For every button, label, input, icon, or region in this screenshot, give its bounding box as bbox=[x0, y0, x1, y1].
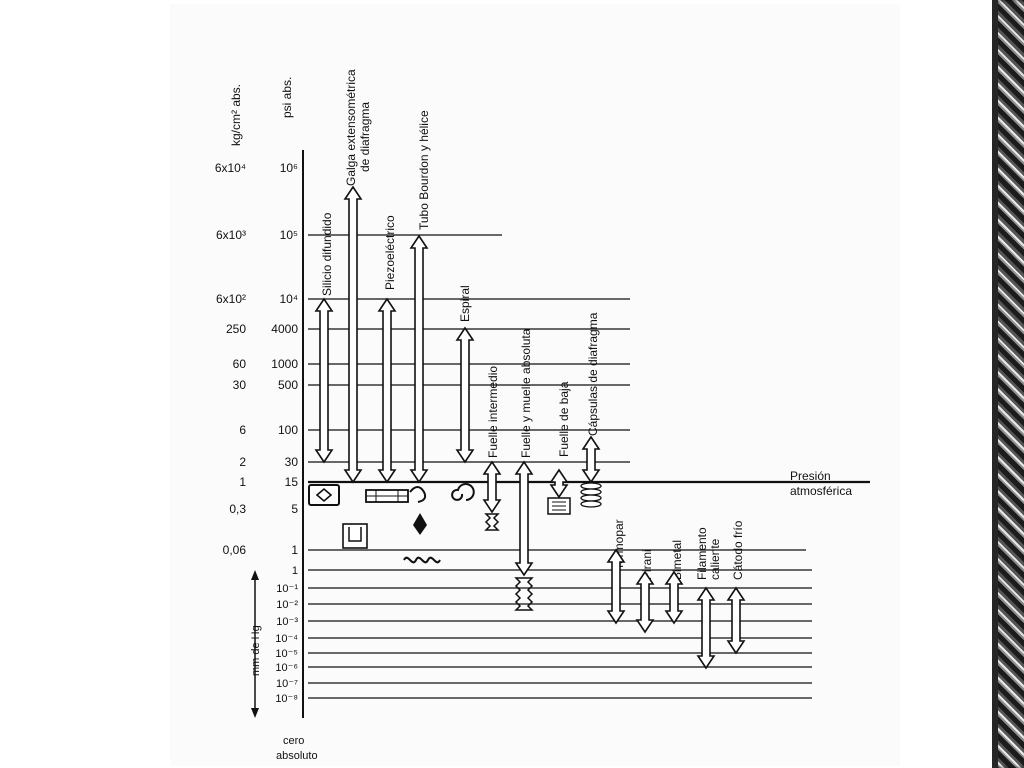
zero-label-line2: absoluto bbox=[276, 750, 318, 762]
psi-label: 10⁶ bbox=[280, 161, 298, 175]
zero-label-line1: cero bbox=[283, 735, 304, 747]
mmhg-label: 10⁻¹ bbox=[276, 583, 298, 595]
kg-label: 6x10² bbox=[216, 292, 246, 306]
label-fuelle-baja: Fuelle de baja bbox=[557, 381, 571, 457]
label-piezo: Piezoeléctrico bbox=[383, 215, 397, 290]
arrow-catodo bbox=[726, 586, 746, 655]
label-fuelle-absoluta: Fuelle y muelle absoluta bbox=[519, 328, 533, 458]
psi-label: 30 bbox=[285, 455, 299, 469]
mmhg-label: 10⁻⁷ bbox=[276, 678, 298, 690]
kg-label: 2 bbox=[239, 455, 246, 469]
label-galga-2: de diafragma bbox=[358, 102, 372, 172]
manometer-box-icon bbox=[342, 523, 368, 549]
u-tube-icon bbox=[348, 527, 362, 542]
arrow-fuelle-baja bbox=[549, 468, 569, 499]
helix-icon bbox=[403, 556, 441, 564]
spiral-icon bbox=[451, 483, 475, 501]
arrow-fuelle-absoluta bbox=[514, 460, 534, 577]
mmhg-axis-up-arrow bbox=[251, 570, 259, 580]
capsule-icon bbox=[580, 500, 602, 508]
label-filamento-1: Filamento bbox=[695, 527, 709, 580]
atmospheric-label-line2: atmosférica bbox=[790, 484, 852, 498]
absolute-bellows-icon bbox=[514, 577, 534, 611]
pressure-range-diagram: kg/cm² abs. psi abs. cero absoluto Presi… bbox=[215, 69, 870, 762]
header-psi: psi abs. bbox=[280, 77, 294, 118]
mmhg-label: 1 bbox=[292, 565, 298, 577]
mmhg-axis-down-arrow bbox=[251, 708, 259, 718]
psi-label: 5 bbox=[291, 502, 298, 516]
capsule-icon bbox=[580, 482, 602, 490]
arrow-pirani bbox=[635, 570, 655, 634]
label-silicio: Silicio difundido bbox=[320, 212, 334, 296]
psi-label: 15 bbox=[285, 475, 299, 489]
label-capsulas: Cápsulas de diafragma bbox=[586, 312, 600, 436]
psi-label: 500 bbox=[278, 378, 298, 392]
bourdon-variant-icon bbox=[413, 513, 427, 535]
mmhg-label: 10⁻⁵ bbox=[275, 648, 298, 660]
arrow-espiral bbox=[455, 326, 475, 464]
psi-label: 1 bbox=[291, 543, 298, 557]
kg-label: 60 bbox=[233, 357, 247, 371]
mmhg-label: 10⁻⁴ bbox=[275, 633, 298, 645]
silicon-diamond-icon bbox=[315, 487, 333, 503]
arrow-capsulas bbox=[581, 435, 601, 484]
kg-label: 30 bbox=[233, 378, 247, 392]
label-bourdon: Tubo Bourdon y hélice bbox=[417, 110, 431, 230]
label-filamento-2: caliente bbox=[708, 538, 722, 580]
arrow-silicio bbox=[314, 297, 334, 464]
kg-label: 0,06 bbox=[223, 543, 247, 557]
bourdon-tube-icon bbox=[409, 486, 427, 503]
atmospheric-label-line1: Presión bbox=[790, 469, 831, 483]
kg-label: 250 bbox=[226, 322, 246, 336]
mmhg-label: 10⁻² bbox=[276, 599, 298, 611]
label-galga-1: Galga extensométrica bbox=[344, 69, 358, 186]
label-pirani: Pirani bbox=[640, 549, 654, 580]
arrow-termopar bbox=[606, 548, 626, 625]
arrow-bimetal bbox=[664, 570, 684, 625]
mmhg-label: 10⁻⁶ bbox=[275, 662, 298, 674]
label-fuelle-intermedio: Fuelle intermedio bbox=[486, 366, 500, 458]
kg-label: 0,3 bbox=[229, 502, 246, 516]
kg-label: 6 bbox=[239, 423, 246, 437]
decorative-right-border bbox=[992, 0, 1024, 768]
header-kg: kg/cm² abs. bbox=[229, 84, 243, 146]
psi-label: 100 bbox=[278, 423, 298, 437]
psi-label: 4000 bbox=[271, 322, 298, 336]
low-bellows-lines-icon bbox=[552, 501, 566, 511]
capsule-icon bbox=[580, 494, 602, 502]
arrow-piezo bbox=[377, 297, 397, 484]
arrow-galga bbox=[343, 185, 363, 484]
psi-label: 1000 bbox=[271, 357, 298, 371]
arrow-bourdon bbox=[409, 234, 429, 484]
psi-label: 10⁴ bbox=[279, 292, 298, 306]
bellows-icon bbox=[484, 513, 500, 531]
kg-label: 6x10⁴ bbox=[215, 161, 246, 175]
mmhg-label: 10⁻³ bbox=[276, 616, 298, 628]
mmhg-label: 10⁻⁸ bbox=[275, 693, 298, 705]
kg-label: 1 bbox=[239, 475, 246, 489]
kg-label: 6x10³ bbox=[216, 228, 246, 242]
psi-label: 10⁵ bbox=[280, 228, 298, 242]
capsule-icon bbox=[580, 488, 602, 496]
arrow-fuelle-intermedio bbox=[482, 460, 502, 514]
label-espiral: Espiral bbox=[458, 285, 472, 322]
arrow-filamento bbox=[696, 586, 716, 670]
mmhg-axis-label: mm de Hg bbox=[250, 625, 262, 676]
silicon-sensor-icon bbox=[308, 484, 340, 506]
